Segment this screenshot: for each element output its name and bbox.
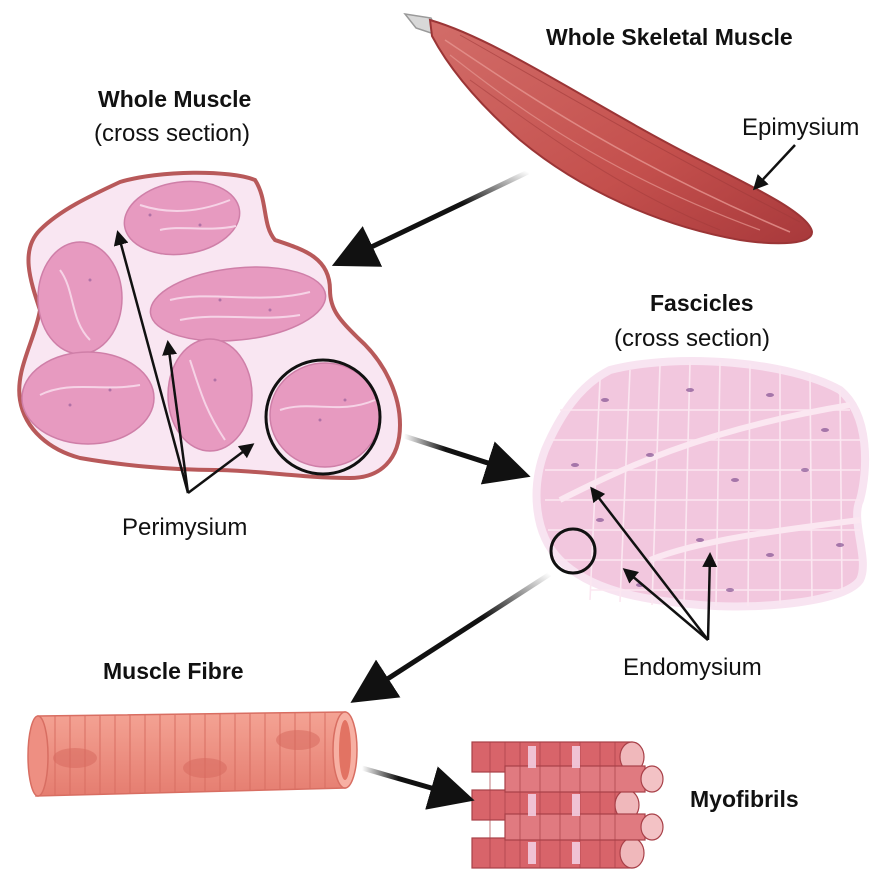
label-whole-muscle: Whole Muscle	[98, 86, 251, 113]
myofibrils-illustration	[472, 742, 663, 868]
label-epimysium: Epimysium	[742, 114, 859, 142]
label-whole-skeletal-muscle: Whole Skeletal Muscle	[546, 24, 793, 51]
label-perimysium: Perimysium	[122, 514, 247, 542]
muscle-fibre-illustration	[28, 712, 357, 796]
whole-muscle-cross-section	[19, 173, 400, 478]
flow-arrows	[340, 172, 550, 798]
label-whole-muscle-sub: (cross section)	[94, 120, 250, 148]
label-fascicles: Fascicles	[650, 290, 754, 317]
fascicle-cross-section	[537, 361, 866, 606]
label-muscle-fibre: Muscle Fibre	[103, 658, 244, 685]
label-fascicles-sub: (cross section)	[614, 325, 770, 353]
label-myofibrils: Myofibrils	[690, 786, 799, 813]
label-endomysium: Endomysium	[623, 654, 762, 682]
